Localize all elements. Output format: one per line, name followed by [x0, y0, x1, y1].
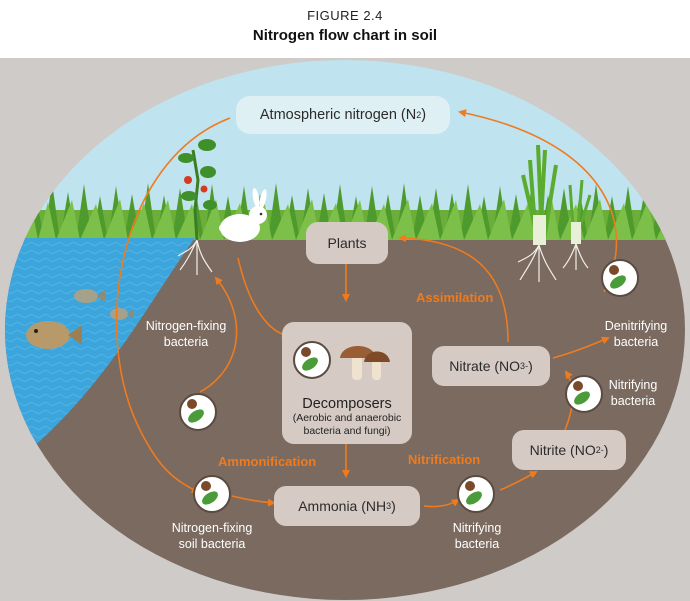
decomposers-line2: bacteria and fungi)	[303, 425, 391, 437]
figure-label: FIGURE 2.4	[307, 8, 383, 23]
arrow-assimilation	[398, 234, 509, 343]
nitrite-sup: -	[600, 445, 604, 455]
process-ammonification: Ammonification	[218, 454, 317, 469]
fish-small-2	[110, 308, 134, 320]
label-soil-bacteria-line1: Nitrogen-fixing	[171, 521, 253, 535]
process-assimilation: Assimilation	[416, 290, 494, 305]
ammonia-close: )	[391, 498, 396, 514]
bacteria-badge-denitrifying	[601, 259, 639, 297]
mushroom-icon	[340, 346, 390, 380]
node-plants: Plants	[306, 222, 388, 264]
bacteria-badge-nitrifying-bottom	[457, 475, 495, 513]
fish-large	[26, 321, 82, 349]
label-nitrogen-fixing-line1: Nitrogen-fixing	[145, 319, 227, 333]
arrow-fixing-to-plant	[199, 276, 238, 393]
arrow-atmos-to-soil-bacteria	[115, 117, 231, 493]
label-denitrifying-line2: bacteria	[613, 335, 659, 349]
node-decomposers: Decomposers (Aerobic and anaerobic bacte…	[282, 322, 412, 444]
bacteria-badge-soil	[193, 475, 231, 513]
label-nitrifying-bacteria-right: Nitrifying bacteria	[598, 377, 668, 409]
fish-small-1	[74, 289, 105, 303]
nitrate-close: )	[528, 358, 533, 374]
label-nitrifying-right-line1: Nitrifying	[608, 378, 658, 392]
decomposers-illustration	[293, 341, 390, 380]
bacteria-badge-fixing	[179, 393, 217, 431]
arrow-nitrifying-to-nitrite	[499, 471, 538, 491]
label-nitrogen-fixing-bacteria: Nitrogen-fixing bacteria	[136, 318, 236, 350]
label-nitrifying-bottom-line1: Nitrifying	[452, 521, 502, 535]
nitrate-text: Nitrate (NO	[449, 358, 521, 374]
label-nitrifying-bacteria-bottom: Nitrifying bacteria	[442, 520, 512, 552]
plants-text: Plants	[327, 235, 367, 251]
label-soil-bacteria-line2: soil bacteria	[178, 537, 246, 551]
process-nitrification: Nitrification	[408, 452, 481, 467]
label-nitrifying-bottom-line2: bacteria	[454, 537, 500, 551]
figure-header: FIGURE 2.4 Nitrogen flow chart in soil	[0, 0, 690, 58]
atmospheric-sub: 2	[416, 110, 422, 120]
label-nitrogen-fixing-line2: bacteria	[163, 335, 209, 349]
rabbit	[219, 188, 267, 242]
bacteria-badge-nitrifying-right	[565, 375, 603, 413]
decomposers-title: Decomposers	[302, 396, 392, 412]
nitrite-sub: 2	[595, 445, 601, 455]
decomposers-line1: (Aerobic and anaerobic	[292, 412, 402, 424]
leek-plants	[517, 144, 592, 282]
fish-school	[26, 289, 134, 349]
nitrite-text: Nitrite (NO	[529, 442, 596, 458]
tomato-plant	[177, 139, 217, 275]
ammonia-text: Ammonia (NH	[298, 498, 387, 514]
arrow-soil-bacteria-to-ammonia	[231, 495, 276, 507]
water-ripples	[5, 238, 195, 450]
figure-title: Nitrogen flow chart in soil	[252, 27, 438, 44]
ammonia-sub: 3	[386, 501, 392, 511]
label-denitrifying-line1: Denitrifying	[604, 319, 668, 333]
label-denitrifying-bacteria: Denitrifying bacteria	[596, 318, 676, 350]
atmospheric-text: Atmospheric nitrogen (N	[259, 107, 417, 123]
nitrite-close: )	[603, 442, 609, 458]
nitrate-sub: 3	[520, 361, 526, 371]
nitrate-sup: -	[525, 361, 529, 371]
decomposer-bacteria-icon	[293, 341, 331, 379]
label-nitrogen-fixing-soil-bacteria: Nitrogen-fixing soil bacteria	[160, 520, 264, 552]
arrow-nitrate-to-denitrifying	[552, 336, 610, 359]
atmospheric-close: )	[421, 107, 427, 123]
arrow-ammonia-to-nitrifying	[423, 498, 460, 508]
label-nitrifying-right-line2: bacteria	[610, 394, 656, 408]
